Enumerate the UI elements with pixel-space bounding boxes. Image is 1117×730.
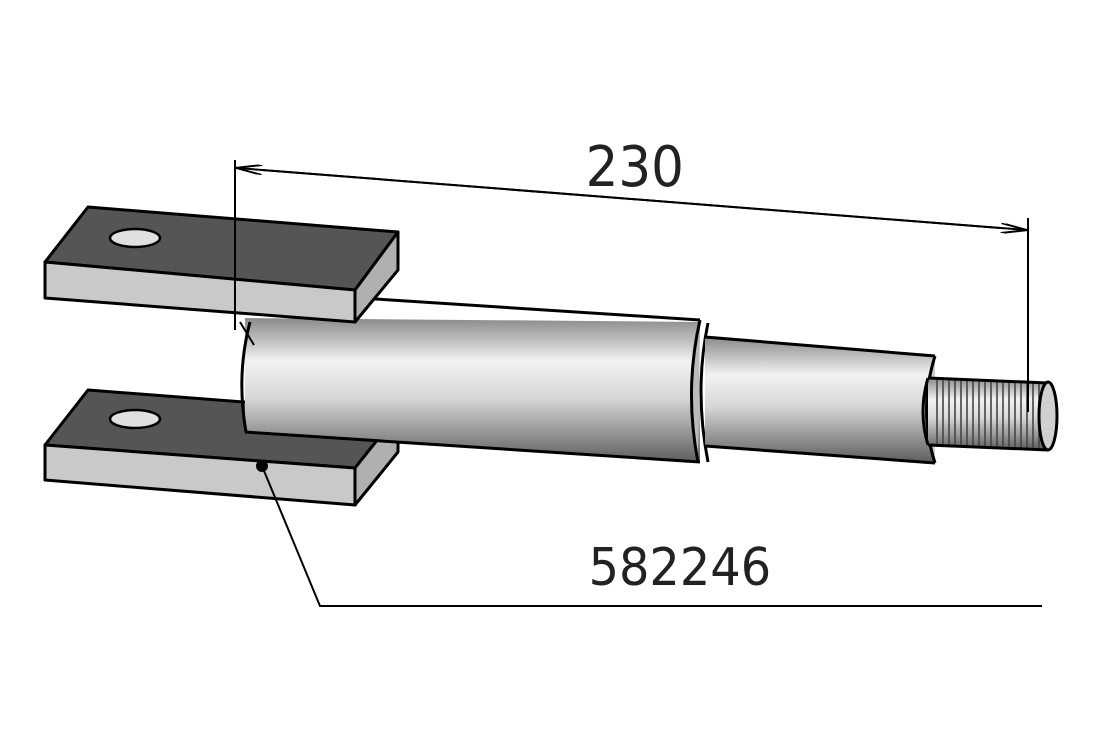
part-leader (256, 460, 1042, 607)
part-number-label: 582246 (589, 537, 772, 597)
stepped-shaft (704, 335, 937, 465)
bottom-plate-hole (108, 408, 162, 430)
top-plate-hole (108, 227, 162, 249)
top-plate (43, 205, 400, 324)
dimension-label: 230 (586, 134, 684, 200)
threaded-end (921, 376, 1059, 452)
dimension-230 (234, 160, 1029, 412)
thread-end-face (1037, 380, 1059, 452)
main-shaft (239, 296, 710, 464)
